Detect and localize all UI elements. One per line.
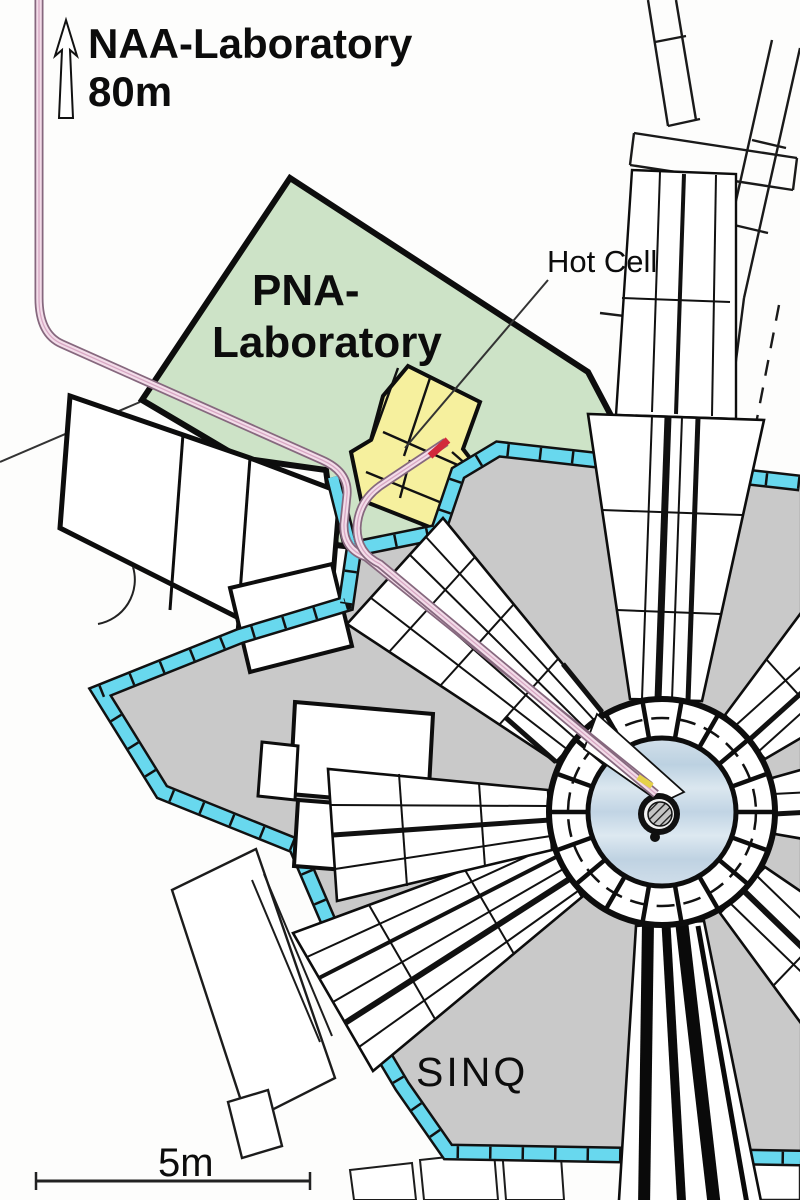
buildings-bottom-left bbox=[170, 847, 337, 1160]
pna-laboratory-label-line2: Laboratory bbox=[212, 318, 442, 367]
naa-direction-arrow-icon bbox=[53, 16, 79, 119]
door-swing-arc bbox=[97, 566, 136, 625]
sinq-label: SINQ bbox=[416, 1049, 528, 1095]
hot-cell-leader-line bbox=[404, 279, 549, 449]
transfer-tube-hotcell bbox=[352, 438, 659, 798]
beam-port-west bbox=[326, 767, 554, 903]
pna-laboratory-label-line1: PNA- bbox=[252, 266, 360, 315]
naa-distance-label: 80m bbox=[88, 68, 172, 115]
hot-cell-label: Hot Cell bbox=[547, 244, 657, 279]
annex-rooms-bottom bbox=[348, 1141, 566, 1200]
beam-port-up bbox=[586, 168, 766, 703]
tube-tip-yellow bbox=[636, 774, 654, 789]
scale-label: 5m bbox=[158, 1141, 214, 1185]
transfer-tube-naa bbox=[34, 0, 653, 790]
beam-port-down bbox=[617, 919, 763, 1200]
naa-laboratory-label: NAA-Laboratory bbox=[88, 20, 413, 67]
spallation-target bbox=[638, 793, 680, 842]
tube-fitting-red bbox=[427, 437, 451, 459]
scale-bar bbox=[34, 1172, 312, 1190]
